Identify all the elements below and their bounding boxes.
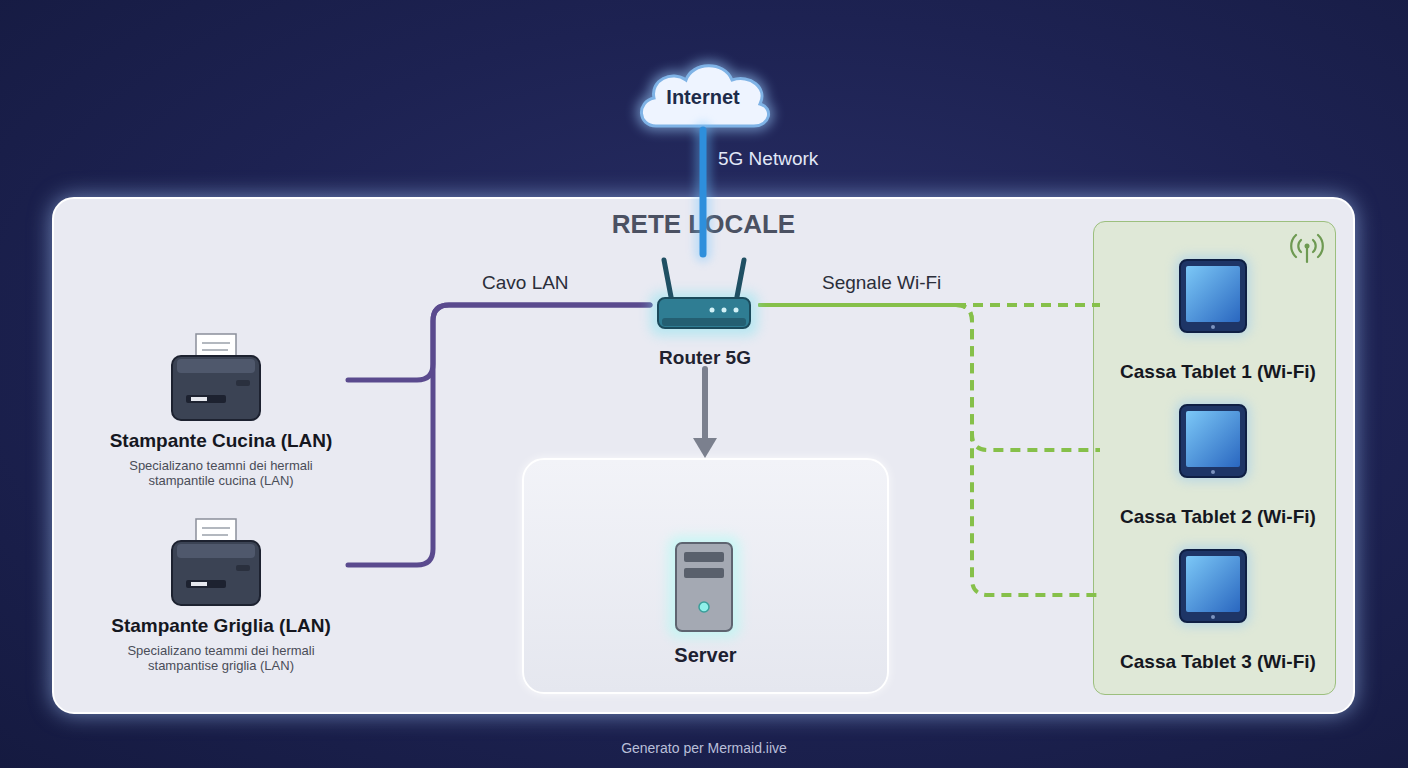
arrow-head bbox=[693, 438, 717, 458]
connector-line bbox=[348, 305, 650, 565]
printer-node: Stampante Cucina (LAN) Specializano teamn… bbox=[94, 332, 348, 497]
router-icon bbox=[650, 260, 758, 336]
connector-glow bbox=[695, 130, 712, 254]
node-title: Router 5G bbox=[650, 347, 760, 369]
edge-label: 5G Network bbox=[718, 148, 818, 170]
node-title: Stampante Cucina (LAN) bbox=[94, 430, 348, 452]
connector-line bbox=[760, 303, 956, 307]
node-title: Cassa Tablet 3 (Wi-Fi) bbox=[1100, 651, 1336, 673]
node-title: Cassa Tablet 1 (Wi-Fi) bbox=[1100, 361, 1336, 383]
connector-line bbox=[702, 369, 708, 440]
cloud-node: Internet bbox=[632, 58, 774, 130]
server-box: Server bbox=[522, 458, 889, 694]
connector bbox=[760, 305, 1100, 595]
connector-line bbox=[760, 303, 956, 307]
printer-icon bbox=[172, 334, 260, 420]
printer-icon bbox=[172, 519, 260, 605]
tablet-group-box bbox=[1093, 221, 1336, 695]
connector bbox=[693, 369, 717, 458]
connector bbox=[760, 305, 1100, 306]
connector bbox=[348, 305, 650, 565]
printer-node: Stampante Griglia (LAN) Specializano team… bbox=[94, 517, 348, 682]
node-description: Specializano teammi dei hermali stampant… bbox=[108, 643, 334, 673]
wifi-symbol bbox=[1291, 235, 1323, 262]
connector-line bbox=[956, 303, 1100, 307]
router-node: Router 5G bbox=[650, 254, 760, 369]
connector-line bbox=[956, 305, 1100, 595]
node-title: Cassa Tablet 2 (Wi-Fi) bbox=[1100, 506, 1336, 528]
connector bbox=[760, 305, 1100, 450]
tablet-icon bbox=[1176, 256, 1250, 336]
tablet-icon bbox=[1176, 401, 1250, 481]
node-title: Stampante Griglia (LAN) bbox=[94, 615, 348, 637]
tablet-node: Cassa Tablet 1 (Wi-Fi) bbox=[1100, 257, 1336, 387]
connector-line bbox=[348, 305, 650, 380]
node-title: Server bbox=[524, 644, 887, 667]
connector-line bbox=[760, 303, 956, 307]
connector-line bbox=[700, 130, 707, 254]
caption: Generato per Mermaid.iive bbox=[0, 740, 1408, 756]
connector bbox=[348, 305, 650, 380]
server-icon bbox=[668, 536, 740, 638]
connector-line bbox=[956, 305, 1100, 450]
connector bbox=[703, 130, 704, 254]
tablet-node: Cassa Tablet 3 (Wi-Fi) bbox=[1100, 547, 1336, 677]
node-title: Internet bbox=[632, 86, 774, 109]
tablet-icon bbox=[1176, 546, 1250, 626]
tablet-node: Cassa Tablet 2 (Wi-Fi) bbox=[1100, 402, 1336, 532]
node-description: Specializano teamni dei hermali stampant… bbox=[108, 458, 334, 488]
